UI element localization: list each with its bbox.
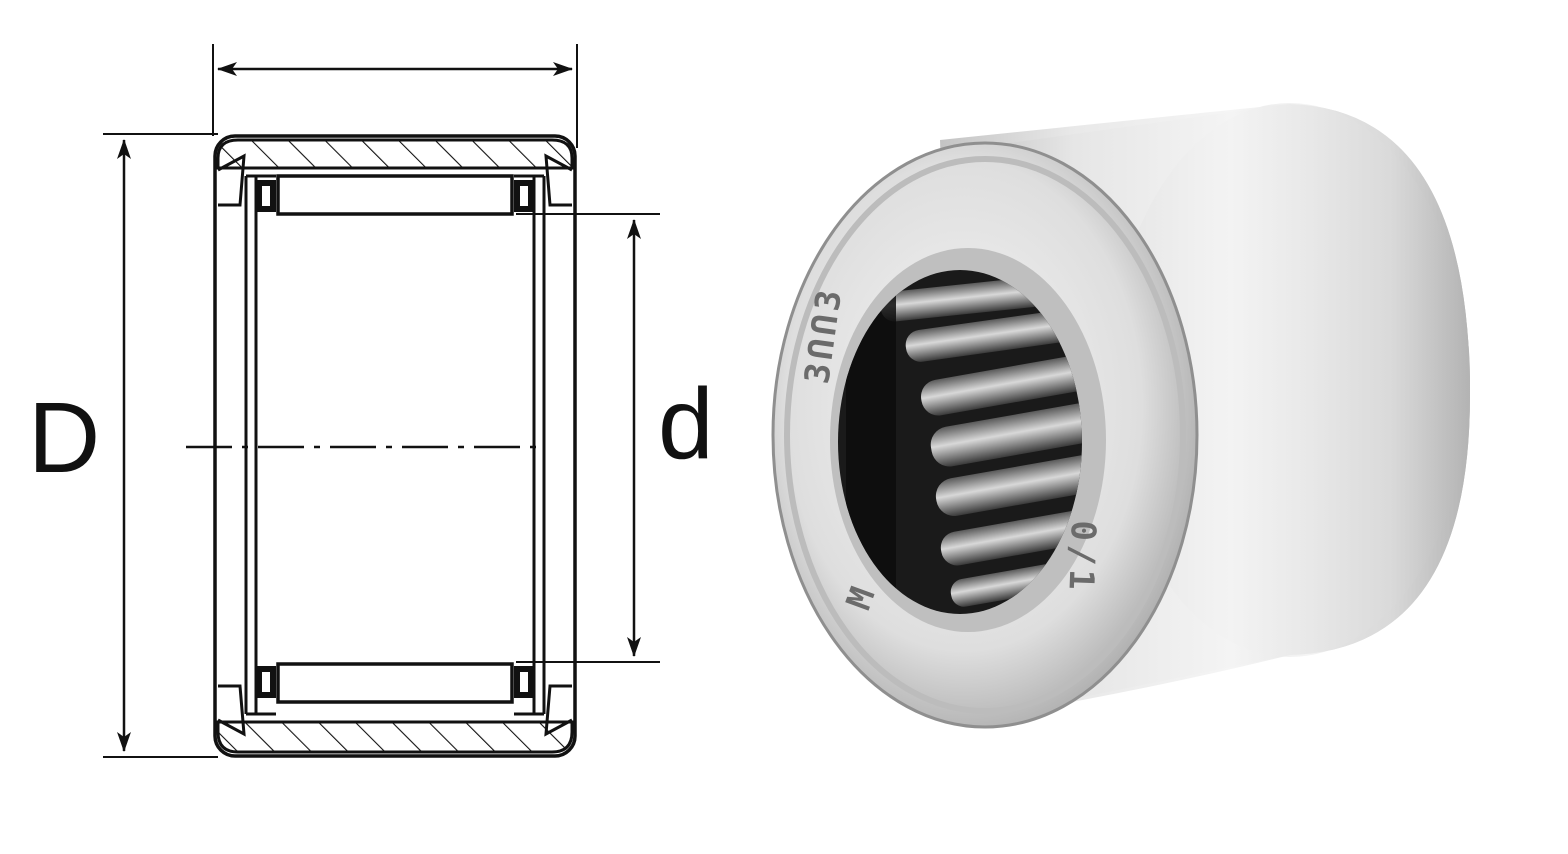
inner-diameter-dimension: d (516, 213, 714, 663)
inner-diameter-label: d (658, 368, 714, 480)
shell-section-bottom (216, 720, 574, 754)
needle-roller-bottom (276, 662, 514, 704)
needle-roller-top (276, 174, 514, 216)
cage-outline (244, 174, 546, 716)
marking-right: 0/1 (1060, 520, 1103, 595)
outer-diameter-label: D (28, 382, 100, 494)
shell-section-top (216, 138, 574, 170)
bearing-product-illustration: 3ՈՈ3 0/1 M (771, 103, 1470, 729)
cross-section-drawing: D d (28, 44, 714, 758)
cage-pockets (256, 180, 534, 698)
cup-lips (217, 153, 573, 737)
outer-diameter-dimension: D (28, 133, 218, 758)
width-dimension (212, 44, 578, 148)
